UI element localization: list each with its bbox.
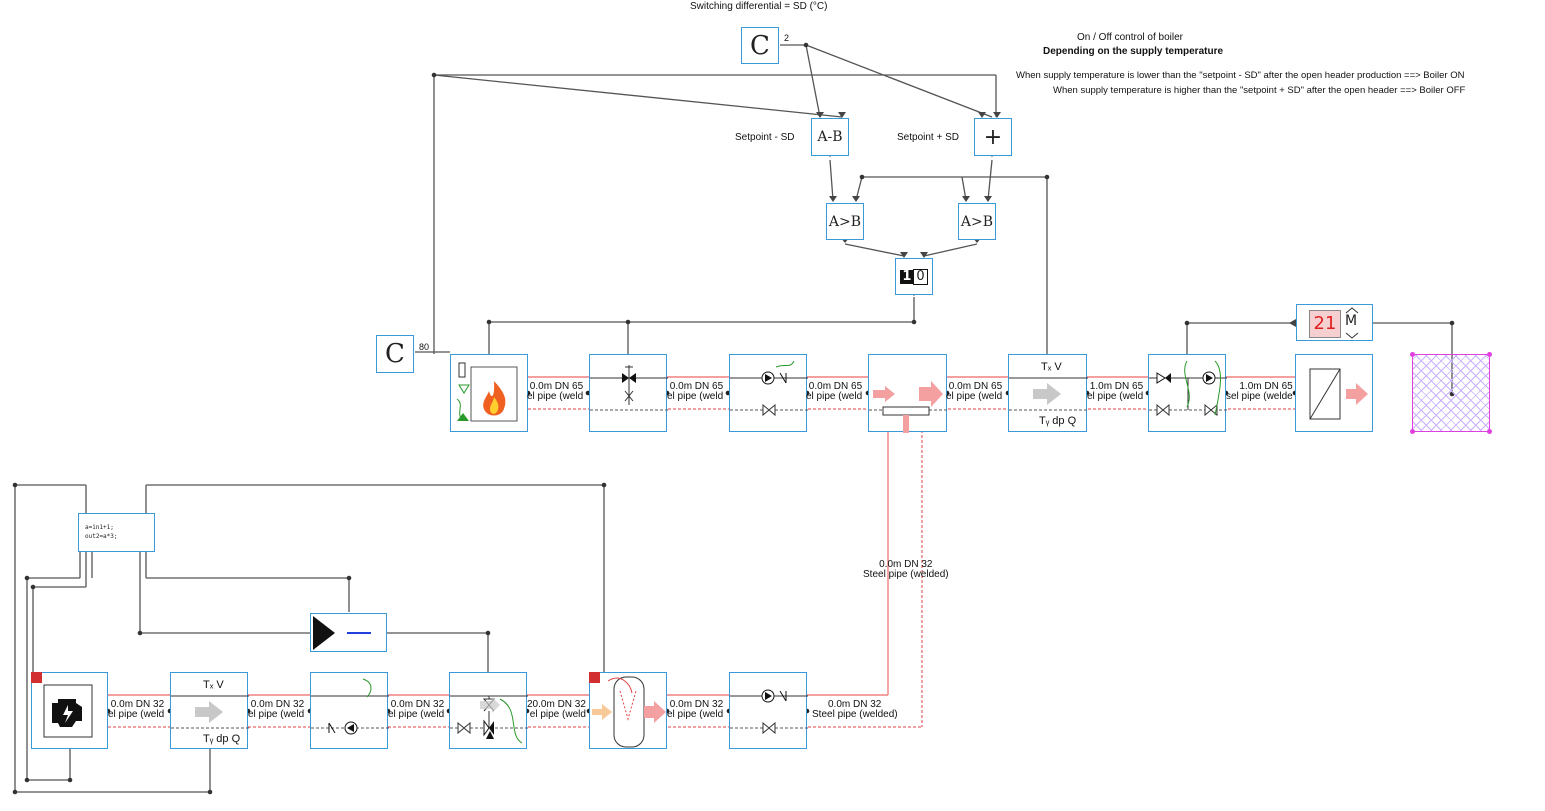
mixing-valve-bottom[interactable] — [449, 672, 528, 749]
sensor-top-line1: Tₓ V — [1041, 361, 1062, 373]
amplifier-icon — [313, 616, 371, 650]
corner-handle[interactable] — [1410, 429, 1415, 434]
rule-boiler-on: When supply temperature is lower than th… — [1016, 70, 1465, 81]
constant-setpoint-value: 80 — [419, 342, 430, 352]
mixing-valve-top[interactable] — [1148, 354, 1227, 432]
mixing-valve-icon — [1149, 360, 1227, 417]
subtract-block[interactable]: A-B — [811, 118, 849, 156]
corner-handle[interactable] — [1487, 352, 1492, 357]
rule-boiler-off: When supply temperature is higher than t… — [1053, 85, 1466, 96]
compare-block-1[interactable]: A>B — [826, 203, 864, 240]
heat-exchanger-icon — [1309, 368, 1368, 420]
script-block[interactable]: a=in1+1; out2=a*3; — [78, 513, 155, 552]
pump-icon — [730, 689, 808, 735]
compare-block-2[interactable]: A>B — [958, 203, 996, 240]
boiler-flame-icon — [456, 362, 518, 422]
compare2-label: A>B — [960, 213, 994, 230]
boundary-sink[interactable] — [1410, 352, 1492, 434]
subtract-label: A-B — [817, 129, 843, 145]
header-icon — [869, 381, 948, 433]
pump-bottom[interactable] — [310, 672, 389, 749]
script-line-1: a=in1+1; — [85, 524, 114, 531]
engine-icon — [43, 684, 93, 738]
constant-sd-symbol: C — [750, 30, 770, 61]
flipflop-on: 1 — [900, 268, 914, 284]
junction-dots — [12, 42, 1455, 795]
constant-setpoint-symbol: C — [385, 339, 405, 369]
mixing-valve-icon — [450, 695, 528, 744]
mode-chevrons-icon — [1345, 307, 1359, 339]
onoff-subtitle: Depending on the supply temperature — [1043, 46, 1224, 57]
onoff-title: On / Off control of boiler — [1077, 32, 1183, 43]
boiler-component[interactable] — [450, 354, 528, 432]
control-wires — [14, 44, 1453, 793]
flipflop-block[interactable]: 1 0 — [895, 258, 933, 295]
switching-differential-title: Switching differential = SD (°C) — [690, 1, 828, 12]
add-label: + — [983, 124, 1003, 150]
constant-sd-block[interactable]: C — [741, 27, 779, 64]
display-mode: M — [1345, 313, 1358, 329]
add-block[interactable]: + — [974, 118, 1012, 156]
corner-handle[interactable] — [1487, 429, 1492, 434]
sensor-arrow-icon — [1009, 377, 1088, 411]
display-block[interactable]: 21 M — [1296, 304, 1373, 341]
tank-icon — [592, 676, 666, 748]
constant-sd-value: 2 — [784, 33, 790, 43]
open-header-top[interactable] — [868, 354, 948, 433]
setpoint-minus-label: Setpoint - SD — [735, 132, 795, 143]
constant-setpoint-block[interactable]: C — [376, 335, 414, 373]
sensor-top-line2: Tᵧ dp Q — [1039, 415, 1077, 427]
heat-exchanger-top[interactable] — [1295, 354, 1373, 432]
pump-top[interactable] — [729, 354, 808, 432]
pid-controller-block[interactable] — [310, 613, 387, 652]
pump-icon — [730, 360, 808, 417]
sensor-arrow-icon — [171, 695, 249, 729]
storage-tank[interactable] — [589, 672, 667, 749]
compare1-label: A>B — [828, 213, 862, 230]
sensor-bottom-line2: Tᵧ dp Q — [203, 733, 241, 745]
corner-handle[interactable] — [1410, 352, 1415, 357]
sensor-bottom[interactable]: Tₓ V Tᵧ dp Q — [170, 672, 249, 749]
sensor-bottom-line1: Tₓ V — [203, 679, 224, 691]
balancing-valve-top[interactable] — [589, 354, 668, 432]
pump-return-bottom[interactable] — [729, 672, 808, 749]
setpoint-plus-label: Setpoint + SD — [897, 132, 959, 143]
control-valve-icon — [590, 365, 668, 411]
lock-icon — [31, 672, 42, 683]
display-value: 21 — [1309, 310, 1341, 338]
lock-icon — [589, 672, 600, 683]
flipflop-off: 0 — [913, 268, 928, 285]
chp-engine-component[interactable] — [31, 672, 108, 749]
pump-icon — [311, 678, 389, 735]
sensor-top[interactable]: Tₓ V Tᵧ dp Q — [1008, 354, 1088, 432]
pipe-ports — [105, 390, 1298, 714]
script-line-2: out2=a*3; — [85, 533, 118, 540]
